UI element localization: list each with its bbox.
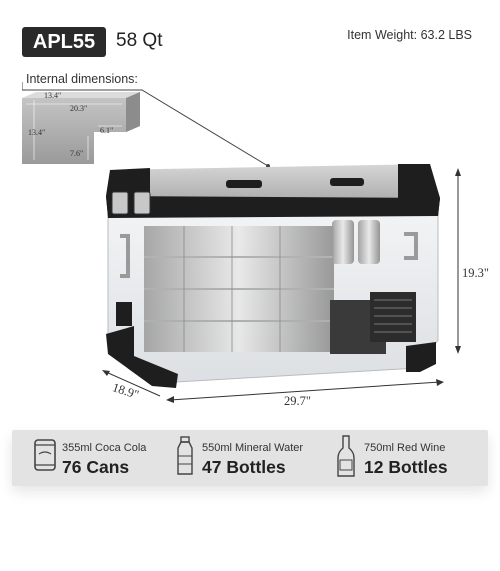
water-bottle-icon [177, 436, 193, 475]
capacity-count: 47 Bottles [202, 457, 286, 477]
model-badge: APL55 [22, 27, 106, 57]
wine-bottle-icon [337, 435, 355, 477]
external-height: 19.3" [462, 266, 489, 280]
capacity-name: 550ml Mineral Water [202, 442, 304, 454]
cooler-illustration [102, 164, 461, 403]
capacity-item-water: 550ml Mineral Water 47 Bottles [174, 430, 334, 486]
capacity-name: 750ml Red Wine [364, 442, 446, 454]
capacity-info-bar: 355ml Coca Cola 76 Cans 550ml Mineral Wa… [12, 430, 488, 486]
soda-can-icon [34, 439, 56, 471]
capacity-label: 58 Qt [116, 30, 163, 51]
capacity-item-cans: 355ml Coca Cola 76 Cans [32, 430, 172, 486]
internal-step-width: 6.1" [100, 126, 114, 135]
internal-top-width: 13.4" [44, 91, 62, 100]
item-weight: Item Weight: 63.2 LBS [347, 28, 472, 42]
internal-height: 13.4" [28, 128, 46, 137]
capacity-count: 12 Bottles [364, 457, 448, 477]
leader-line [22, 82, 270, 168]
internal-dimensions-diagram [22, 92, 140, 164]
internal-step-height: 7.6" [70, 149, 84, 158]
capacity-count: 76 Cans [62, 457, 130, 477]
capacity-item-wine: 750ml Red Wine 12 Bottles [336, 430, 486, 486]
internal-length: 20.3" [70, 104, 88, 113]
external-length: 29.7" [284, 394, 311, 408]
capacity-name: 355ml Coca Cola [62, 442, 147, 454]
internal-dimensions-title: Internal dimensions: [26, 72, 138, 86]
